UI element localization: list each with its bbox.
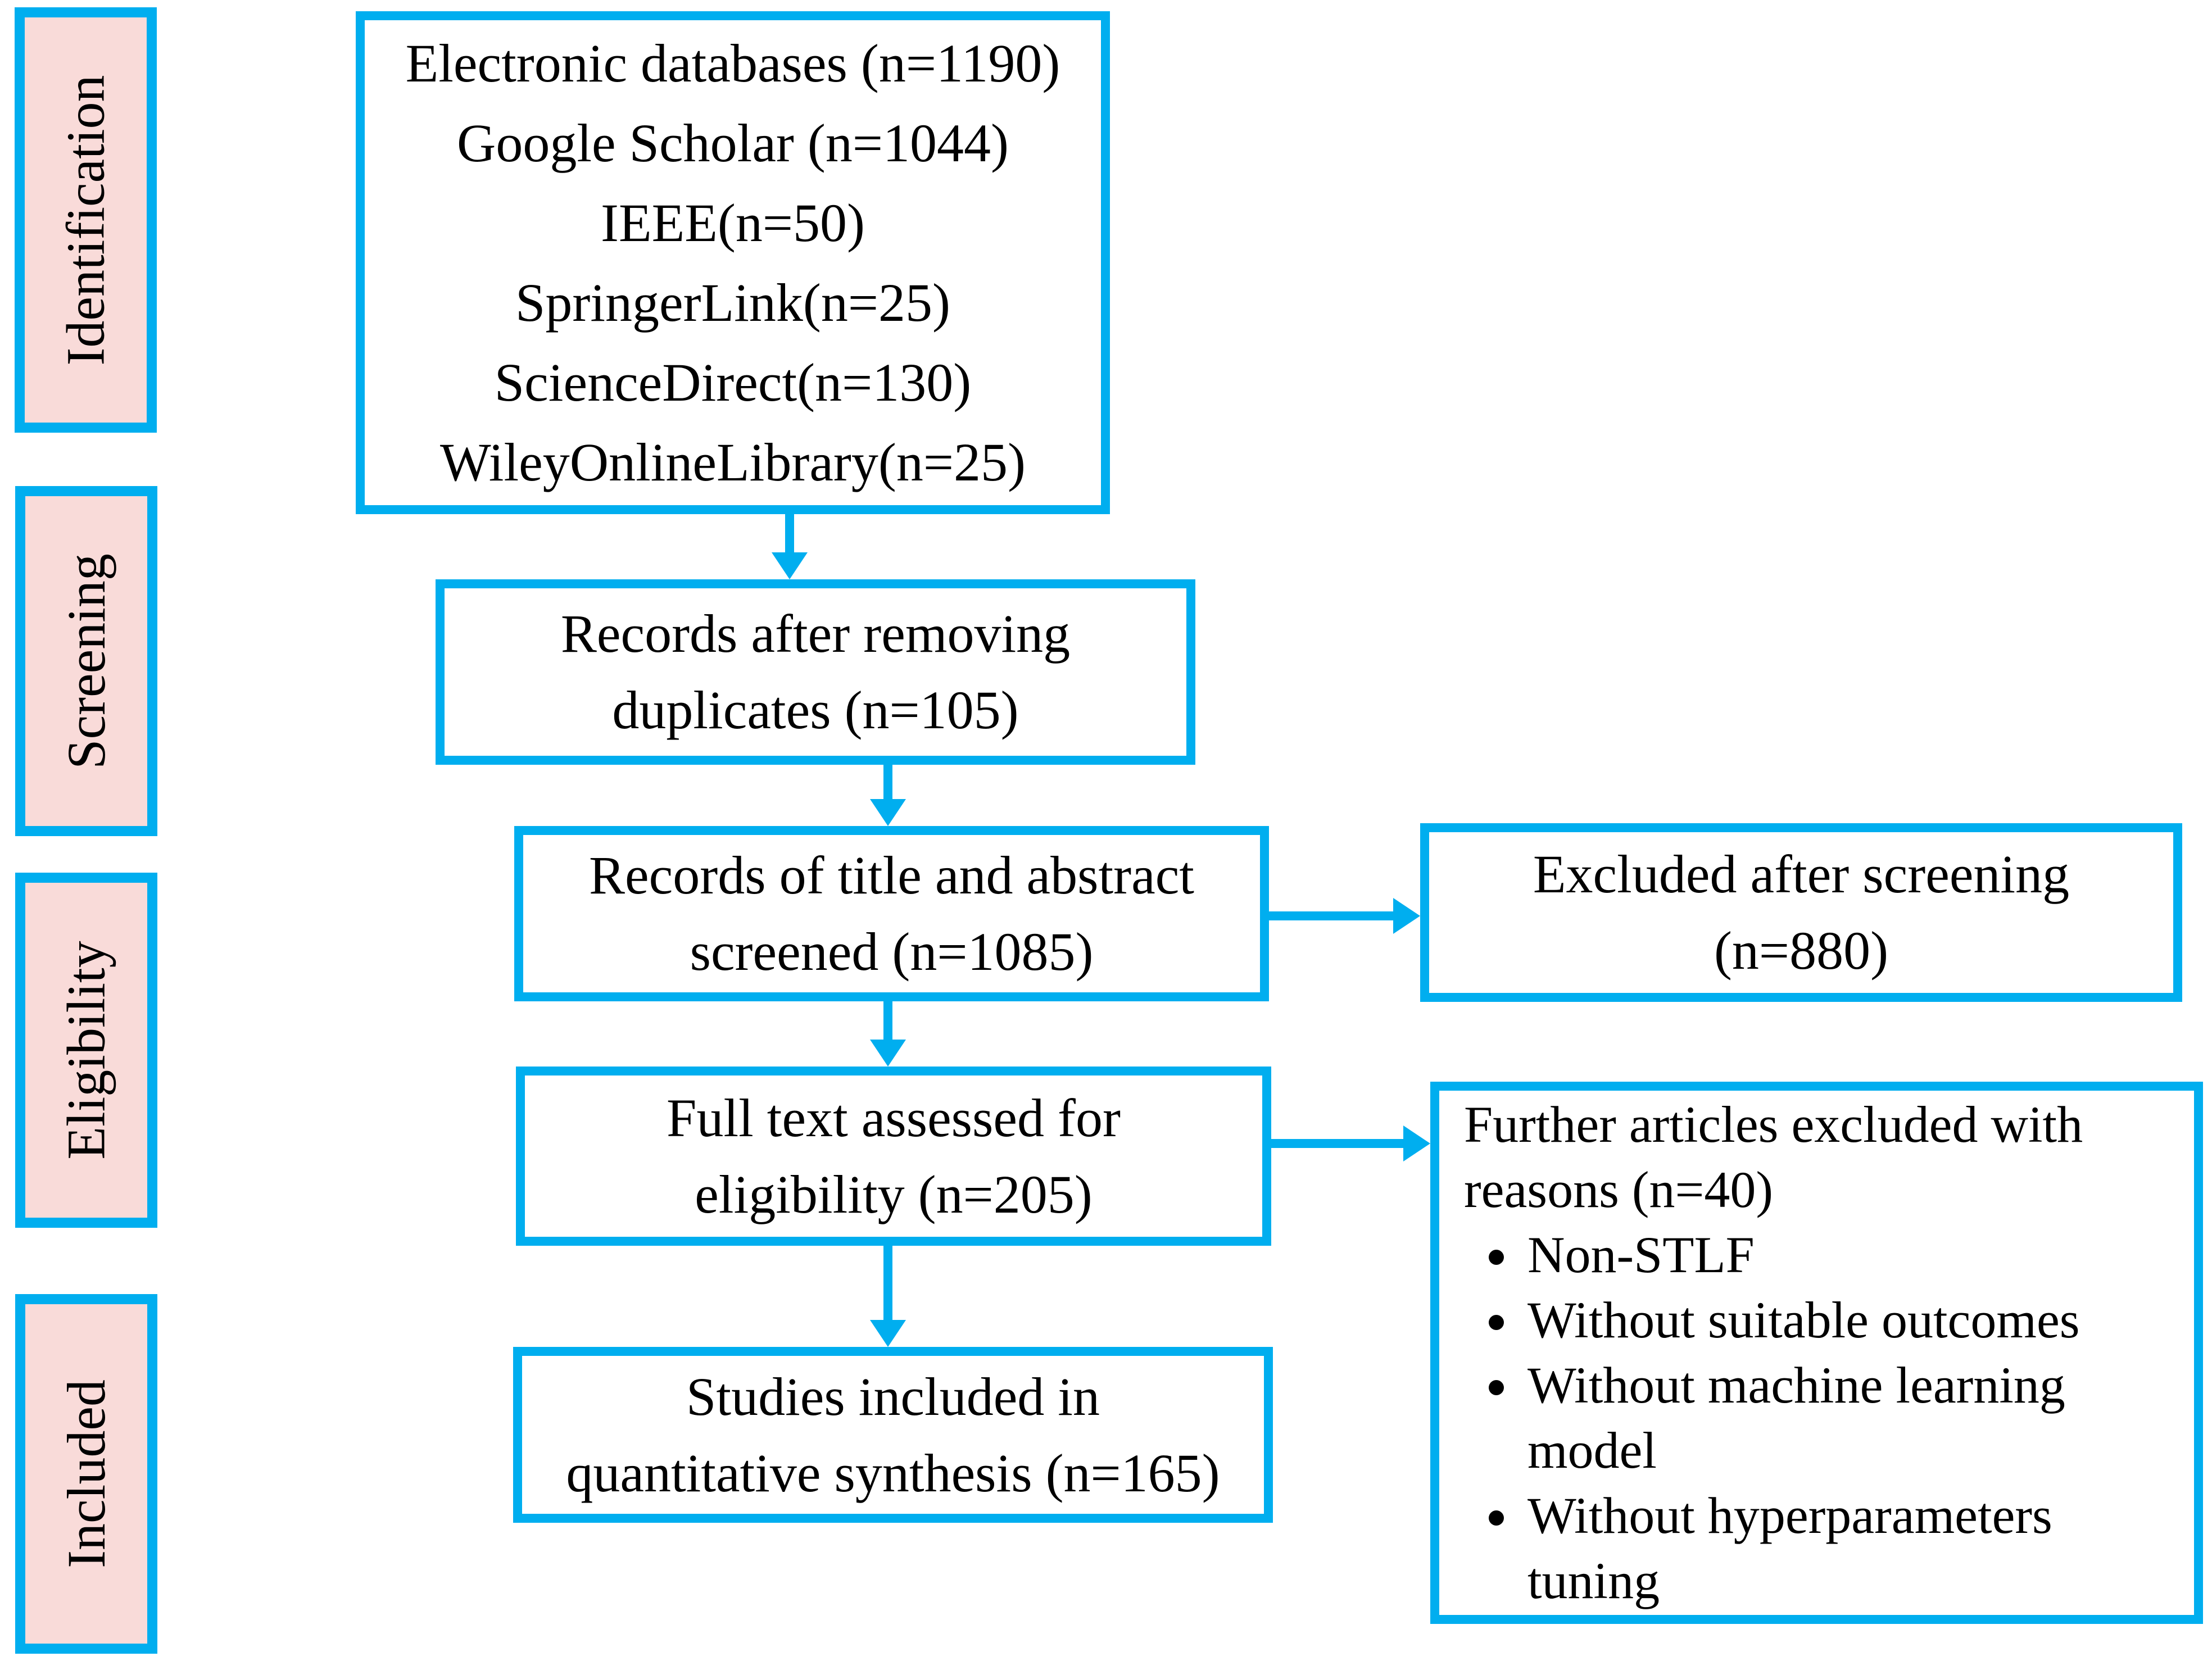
screened-box: Records of title and abstract screened (… xyxy=(514,826,1269,1001)
excluded-reasons-title-line: reasons (n=40) xyxy=(1464,1161,1774,1218)
arrow-shaft xyxy=(785,514,794,553)
fulltext-line: eligibility (n=205) xyxy=(695,1164,1093,1224)
excluded-screening-box: Excluded after screening (n=880) xyxy=(1420,823,2182,1002)
arrow-shaft xyxy=(1269,911,1394,920)
arrowhead-right-icon xyxy=(1393,898,1420,934)
exclusion-reason-item: Non-STLF xyxy=(1523,1222,2174,1287)
stage-label-identification: Identification xyxy=(55,74,116,366)
stage-label-eligibility: Eligibility xyxy=(56,941,116,1160)
stage-box-eligibility: Eligibility xyxy=(15,873,157,1228)
sources-line: IEEE(n=50) xyxy=(601,192,865,253)
arrowhead-down-icon xyxy=(870,1040,906,1067)
fulltext-box: Full text assessed for eligibility (n=20… xyxy=(516,1067,1271,1246)
screened-line: screened (n=1085) xyxy=(690,922,1094,982)
exclusion-reasons-list: Non-STLF Without suitable outcomes Witho… xyxy=(1464,1222,2174,1613)
included-box: Studies included in quantitative synthes… xyxy=(513,1347,1273,1523)
included-line: quantitative synthesis (n=165) xyxy=(566,1442,1220,1503)
sources-line: Electronic databases (n=1190) xyxy=(405,33,1060,93)
stage-box-included: Included xyxy=(15,1294,157,1654)
fulltext-line: Full text assessed for xyxy=(667,1087,1121,1148)
arrowhead-right-icon xyxy=(1403,1126,1430,1161)
stage-box-screening: Screening xyxy=(15,486,157,836)
arrowhead-down-icon xyxy=(870,799,906,826)
arrow-shaft xyxy=(883,1246,892,1321)
dedup-line: duplicates (n=105) xyxy=(612,680,1019,740)
arrowhead-down-icon xyxy=(870,1320,906,1347)
stage-label-screening: Screening xyxy=(56,553,116,769)
excluded-screening-line: Excluded after screening xyxy=(1533,844,2070,904)
sources-line: Google Scholar (n=1044) xyxy=(457,112,1009,173)
excluded-reasons-title-line: Further articles excluded with xyxy=(1464,1096,2083,1153)
exclusion-reason-item: Without suitable outcomes xyxy=(1523,1287,2174,1353)
exclusion-reason-item: Without hyperparameters tuning xyxy=(1523,1483,2174,1613)
included-line: Studies included in xyxy=(686,1366,1100,1427)
stage-box-identification: Identification xyxy=(15,7,157,433)
sources-line: ScienceDirect(n=130) xyxy=(494,352,972,412)
excluded-reasons-box: Further articles excluded with reasons (… xyxy=(1430,1082,2203,1624)
sources-line: WileyOnlineLibrary(n=25) xyxy=(440,432,1026,492)
arrowhead-down-icon xyxy=(772,552,808,579)
arrow-shaft xyxy=(1271,1139,1404,1148)
exclusion-reason-item: Without machine learning model xyxy=(1523,1353,2174,1483)
arrow-shaft xyxy=(883,765,892,800)
stage-label-included: Included xyxy=(56,1379,116,1568)
dedup-line: Records after removing xyxy=(560,603,1071,664)
sources-line: SpringerLink(n=25) xyxy=(515,272,950,333)
arrow-shaft xyxy=(883,1001,892,1041)
excluded-screening-line: (n=880) xyxy=(1714,920,1889,981)
sources-box: Electronic databases (n=1190) Google Sch… xyxy=(356,11,1110,514)
dedup-box: Records after removing duplicates (n=105… xyxy=(436,579,1195,765)
screened-line: Records of title and abstract xyxy=(589,845,1194,905)
